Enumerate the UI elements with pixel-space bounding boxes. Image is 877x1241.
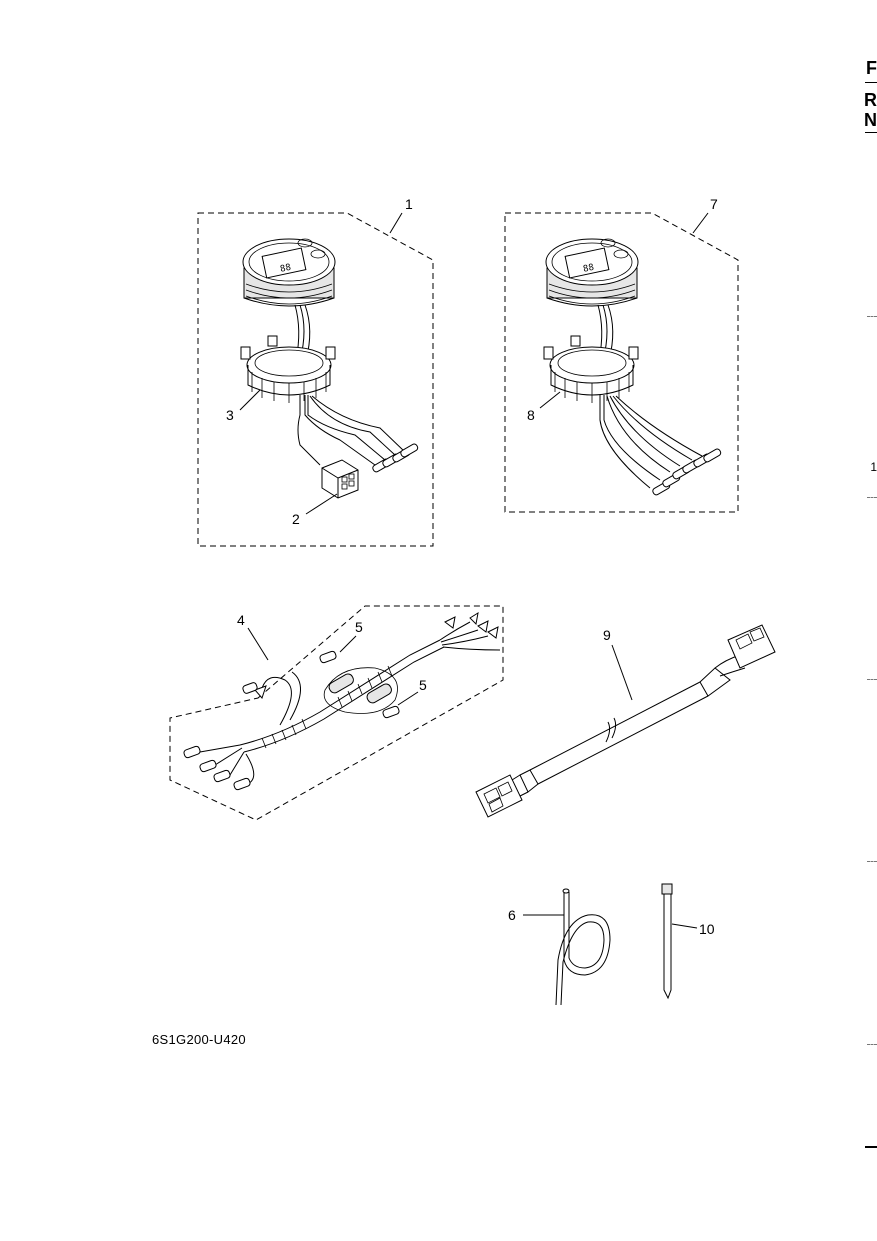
callout-8: 8: [527, 407, 535, 423]
svg-text:88: 88: [582, 263, 595, 275]
wire-harness-icon: [183, 611, 501, 791]
hose-icon: [555, 888, 611, 1006]
callout-6: 6: [508, 907, 516, 923]
group-boundary: [169, 605, 504, 821]
leader-line: [247, 627, 269, 661]
locking-ring-icon: [240, 335, 336, 403]
terminal-cap-icon: [319, 650, 400, 719]
margin-rule: [865, 1146, 877, 1148]
callout-2: 2: [292, 511, 300, 527]
group-boundary: [197, 212, 434, 547]
gauge-assembly-1-group: 88: [197, 196, 434, 547]
side-tab-r: R: [864, 90, 877, 110]
leader-line: [611, 644, 633, 701]
bullet-terminals: [372, 443, 419, 473]
callout-10: 10: [699, 921, 715, 937]
wire-harness-group: 4 5 5: [169, 605, 504, 821]
gauge-assembly-7-group: 88 7 8: [504, 196, 739, 513]
side-tab-n: N: [864, 110, 877, 130]
digital-gauge-icon: 88: [242, 238, 336, 307]
side-page-number: 1: [870, 460, 877, 474]
callout-1: 1: [405, 196, 413, 212]
side-tab-divider: [865, 132, 877, 133]
callout-7: 7: [710, 196, 718, 212]
margin-tick: [867, 679, 877, 680]
side-tab-f: F: [866, 58, 877, 78]
side-tab-divider: [865, 82, 877, 83]
margin-tick: [867, 497, 877, 498]
leader-line: [339, 635, 357, 653]
callout-5a: 5: [355, 619, 363, 635]
leader-line: [692, 212, 709, 234]
gauge-leads: [297, 395, 406, 466]
svg-text:88: 88: [279, 263, 292, 275]
hose-group: 6: [508, 888, 611, 1006]
cable-tie-icon: [661, 883, 673, 1000]
margin-tick: [867, 316, 877, 317]
gauge-leads: [599, 395, 703, 489]
callout-3: 3: [226, 407, 234, 423]
margin-tick: [867, 861, 877, 862]
margin-tick: [867, 1044, 877, 1045]
leader-line: [397, 691, 419, 706]
figure-code: 6S1G200-U420: [152, 1032, 246, 1047]
extension-cable-icon: [475, 624, 776, 818]
extension-cable-group: 9: [475, 624, 776, 818]
callout-9: 9: [603, 627, 611, 643]
digital-gauge-icon: 88: [545, 238, 639, 307]
group-boundary: [504, 212, 739, 513]
callout-5b: 5: [419, 677, 427, 693]
leader-line: [389, 212, 403, 234]
leader-line: [305, 493, 338, 515]
cable-tie-group: 10: [661, 883, 715, 1000]
connector-icon: [321, 459, 359, 499]
bullet-terminals: [652, 448, 722, 496]
leader-line: [239, 389, 261, 411]
callout-4: 4: [237, 612, 245, 628]
leader-line: [671, 923, 698, 929]
leader-line: [539, 391, 561, 409]
locking-ring-icon: [543, 335, 639, 403]
